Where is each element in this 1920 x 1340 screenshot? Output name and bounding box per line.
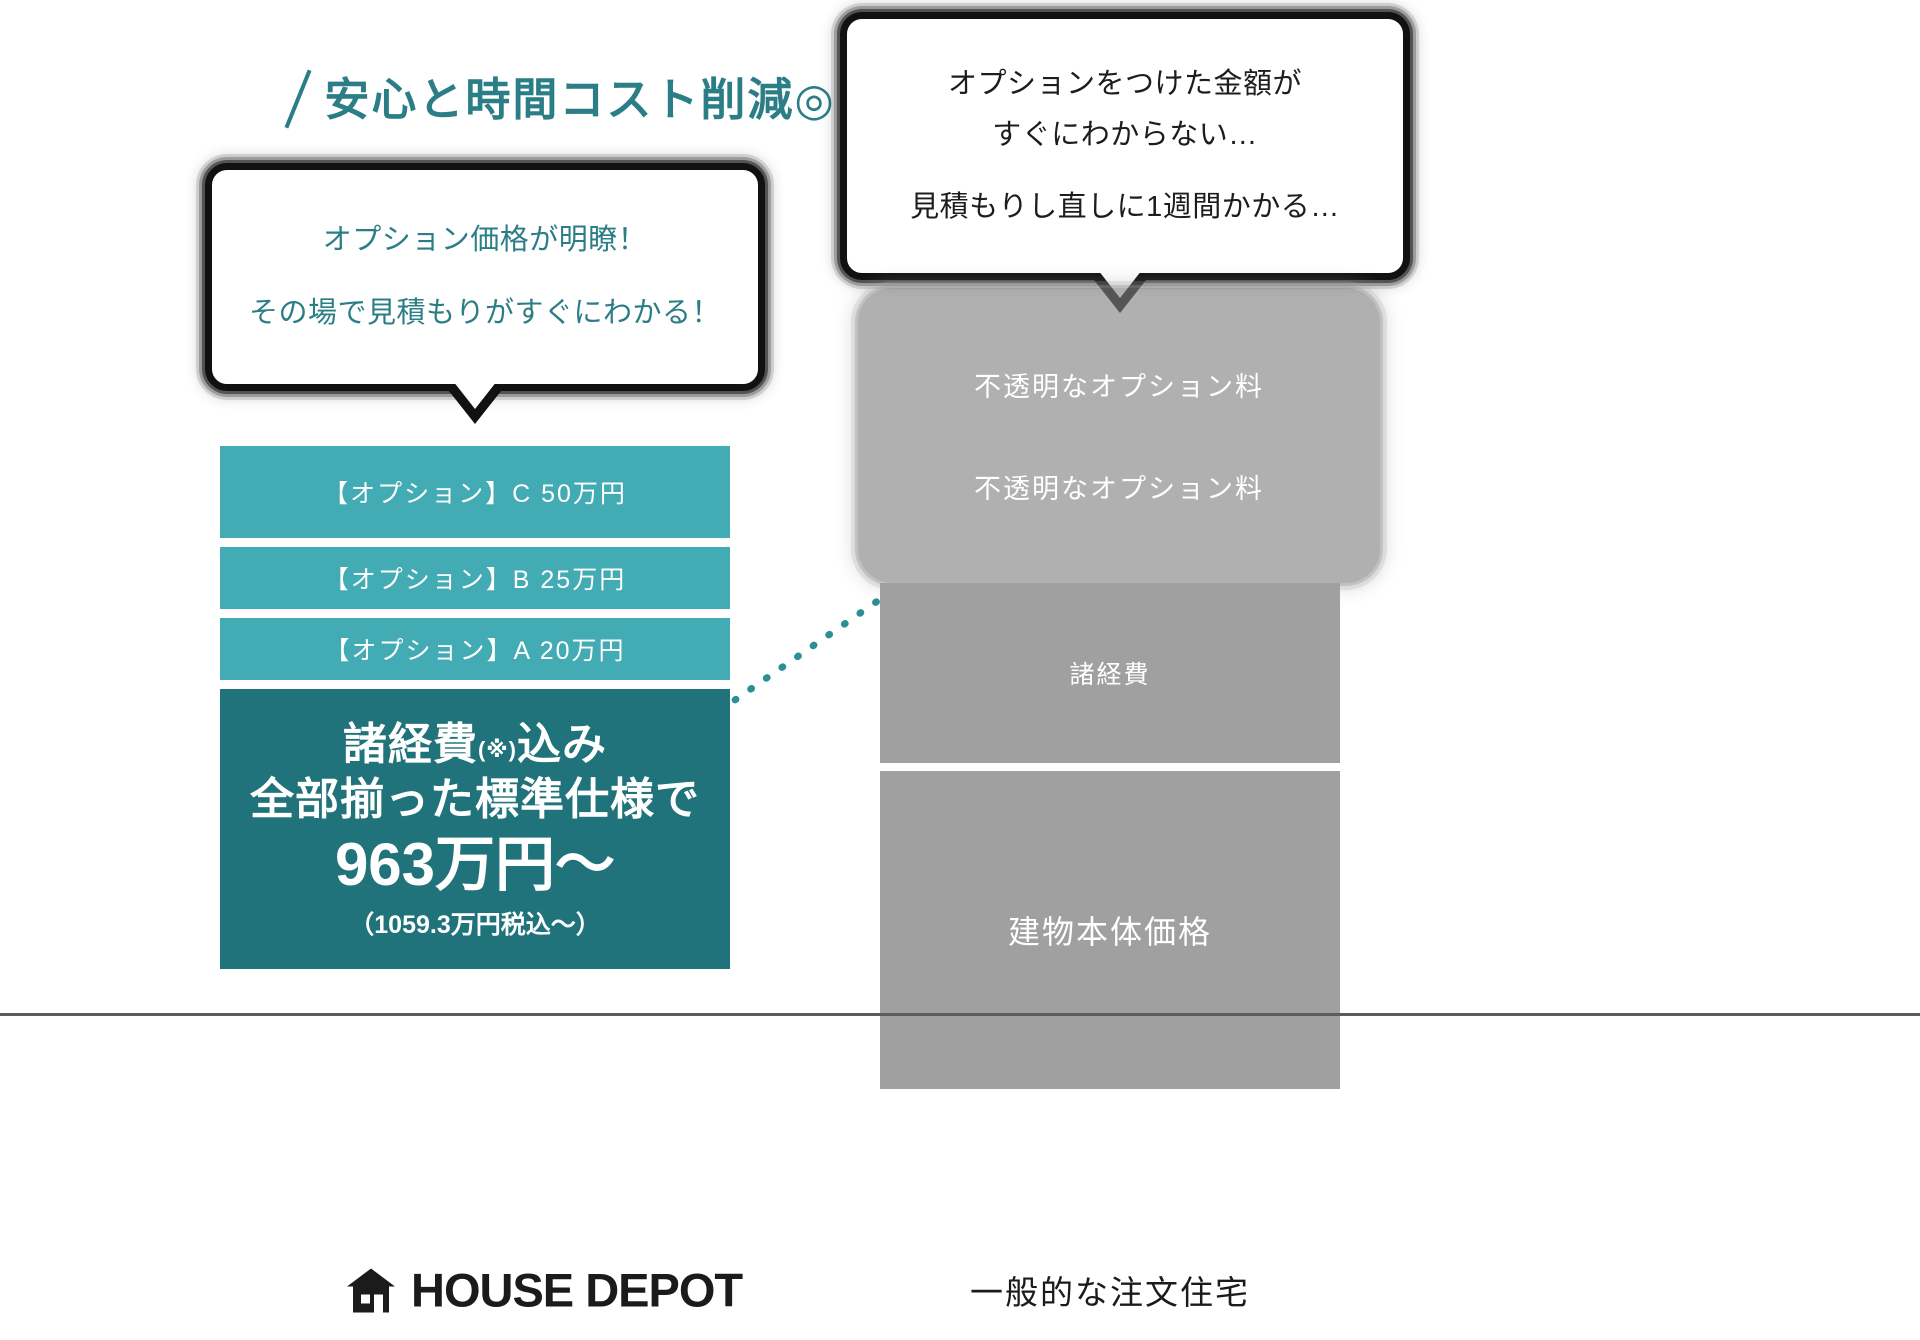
bubble-right-line-3: 見積もりし直しに1週間かかる… [910,191,1340,224]
bar-option-a-label: 【オプション】A 20万円 [324,637,626,665]
bar-misc-fees-label: 諸経費 [1069,661,1151,689]
bar-misc-fees: 諸経費 [880,583,1340,763]
base-line-1-suffix: 込み [517,720,608,769]
bar-building-body-price: 建物本体価格 [880,771,1340,1089]
house-depot-logo-text: HOUSE DEPOT [411,1263,743,1317]
base-price-value: 963万円〜 [334,831,616,898]
speech-bubble-house-depot: オプション価格が明瞭！ その場で見積もりがすぐにわかる！ [205,163,765,391]
generic-builder-bar-column: 諸経費 建物本体価格 [880,288,1340,1089]
speech-bubble-left-tail-inner [453,381,497,409]
base-price-tax-note: （1059.3万円税込〜） [349,911,601,939]
bar-option-b-label: 【オプション】B 25万円 [323,566,627,594]
house-depot-logo: HOUSE DEPOT [345,1263,743,1318]
bubble-left-line-2: その場で見積もりがすぐにわかる！ [248,297,721,329]
bar-house-depot-base-price: 諸経費(※)込み 全部揃った標準仕様で 963万円〜 （1059.3万円税込〜） [220,689,730,969]
bubble-left-line-1: オプション価格が明瞭！ [322,224,648,257]
base-line-1-note: (※) [477,737,518,762]
base-line-2: 全部揃った標準仕様で [250,775,700,824]
bar-option-c: 【オプション】C 50万円 [220,446,730,538]
bubble-right-line-1: オプションをつけた金額が [947,67,1302,100]
chart-baseline [0,1013,1920,1016]
opaque-option-fee-label-2: 不透明なオプション料 [974,473,1264,504]
base-line-1: 諸経費(※)込み [343,717,607,772]
house-icon [347,1268,395,1312]
opaque-option-fee-label-1: 不透明なオプション料 [974,372,1264,403]
base-line-1-prefix: 諸経費 [342,720,478,769]
generic-builder-footer-label: 一般的な注文住宅 [970,1274,1250,1311]
page-title: 安心と時間コスト削減◎ [270,60,890,130]
connector-dotted-line [718,587,896,713]
headline-text: 安心と時間コスト削減◎ [324,73,836,125]
bubble-right-line-2: すぐにわからない… [992,118,1258,151]
bar-option-c-label: 【オプション】C 50万円 [323,480,627,508]
opaque-option-fee-overlay: 不透明なオプション料 不透明なオプション料 [858,288,1380,583]
speech-bubble-generic-builder: オプションをつけた金額が すぐにわからない… 見積もりし直しに1週間かかる… [840,12,1410,280]
house-depot-bar-column: 【オプション】C 50万円 【オプション】B 25万円 【オプション】A 20万… [220,446,730,969]
bar-option-a: 【オプション】A 20万円 [220,618,730,680]
bar-building-body-price-label: 建物本体価格 [1007,914,1212,950]
bar-option-b: 【オプション】B 25万円 [220,547,730,609]
